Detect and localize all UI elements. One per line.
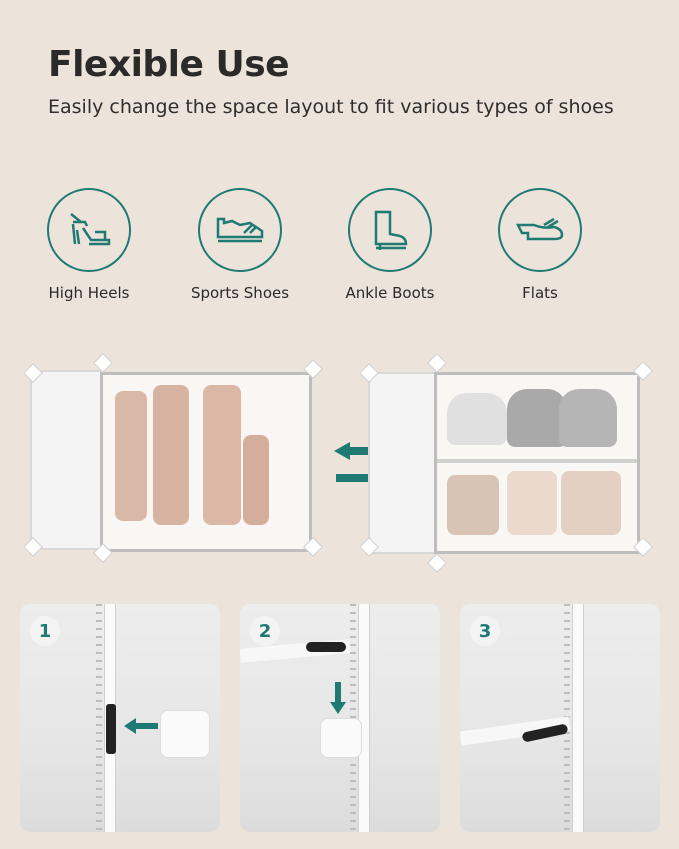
page-subtitle: Easily change the space layout to fit va… [48, 96, 614, 118]
step-number: 1 [30, 616, 60, 646]
flat-shoe-icon [498, 188, 582, 272]
shoe-type-label: Flats [522, 284, 558, 302]
step-number: 2 [250, 616, 280, 646]
shoe-type-label: Ankle Boots [345, 284, 435, 302]
boot-icon [348, 188, 432, 272]
step-1: 1 [20, 604, 220, 832]
shoe-type-flats: Flats [465, 188, 615, 302]
sneaker-icon [198, 188, 282, 272]
shoe-type-icons: High Heels Sports Shoes Ankle Boots Flat… [0, 188, 679, 308]
step-number: 3 [470, 616, 500, 646]
step-3: 3 [460, 604, 660, 832]
high-heel-icon [47, 188, 131, 272]
cabinet-door [100, 372, 312, 552]
page-title: Flexible Use [48, 44, 290, 85]
shoe-type-sports-shoes: Sports Shoes [165, 188, 315, 302]
assembly-steps: 1 2 3 [20, 604, 660, 832]
shoe-type-ankle-boots: Ankle Boots [315, 188, 465, 302]
cabinet-door [434, 372, 640, 554]
shoe-type-high-heels: High Heels [14, 188, 164, 302]
step-2: 2 [240, 604, 440, 832]
shoe-type-label: Sports Shoes [190, 284, 290, 302]
shoe-type-label: High Heels [48, 284, 130, 302]
